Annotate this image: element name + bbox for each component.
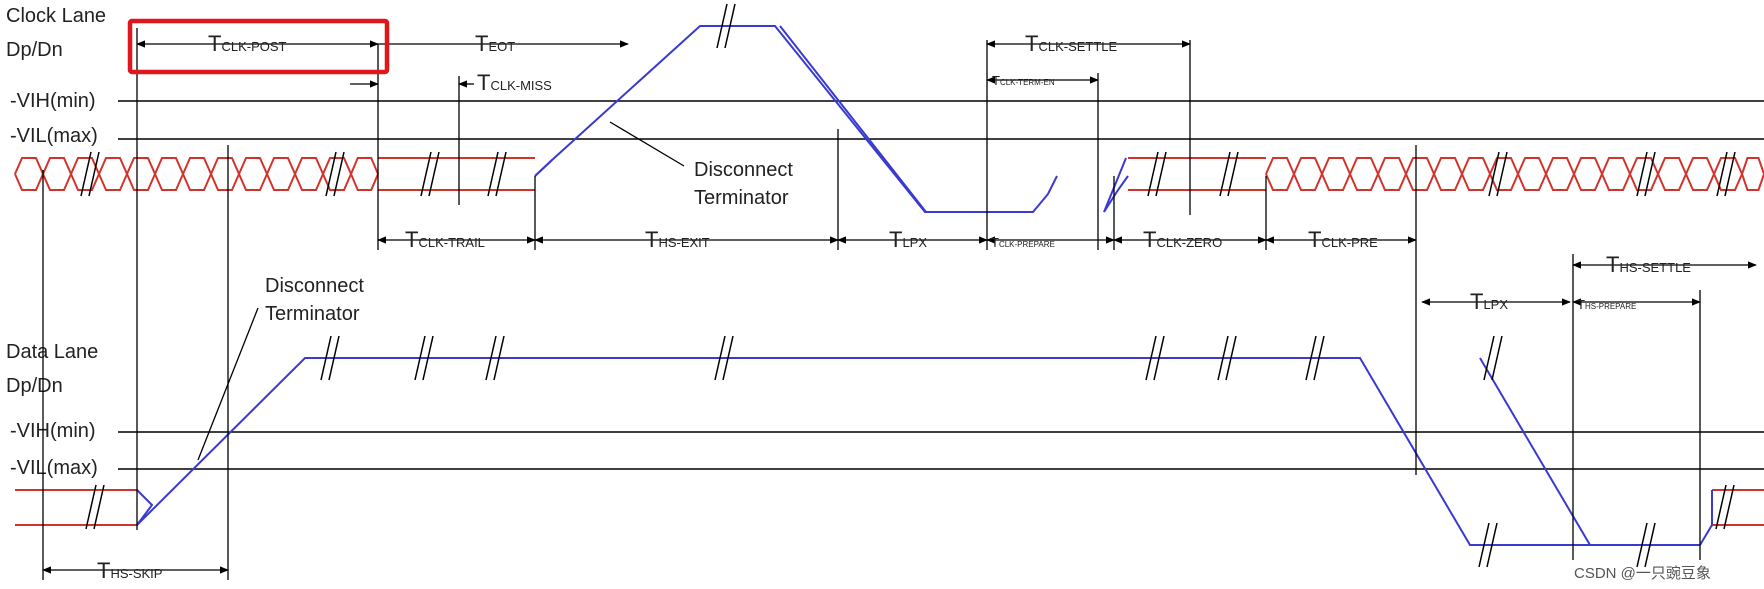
label-clk-trail: TCLK-TRAIL [405, 227, 485, 252]
clock-hs-pairs [14, 157, 1764, 191]
label-clk-pre: TCLK-PRE [1308, 227, 1378, 252]
data-lp-rise [1699, 490, 1713, 546]
break-mark [716, 3, 736, 49]
label-lpx-2: TLPX [1470, 289, 1508, 314]
label-clk-miss: TCLK-MISS [477, 70, 552, 95]
break-mark [1145, 335, 1165, 381]
clock-lp-transition [534, 25, 1058, 213]
break-mark [1217, 335, 1237, 381]
break-mark [320, 335, 340, 381]
break-mark [1636, 151, 1656, 197]
break-mark [1478, 522, 1498, 568]
clock-lane-signal: Dp/Dn [6, 39, 63, 61]
label-clk-zero: TCLK-ZERO [1143, 227, 1222, 252]
data-lane-signal: Dp/Dn [6, 375, 63, 397]
annotation-terminator-1: Terminator [694, 187, 789, 209]
data-vil-label: -VIL(max) [10, 457, 98, 479]
label-hs-prepare: THS-PREPARE [1577, 297, 1636, 312]
label-eot: TEOT [475, 31, 515, 56]
watermark: CSDN @一只豌豆象 [1574, 565, 1711, 582]
annotation-disconnect-1: Disconnect [694, 159, 793, 181]
label-hs-settle: THS-SETTLE [1606, 252, 1691, 277]
clock-prepare-drop [1103, 175, 1129, 213]
break-mark [1716, 151, 1736, 197]
dimension-arrows [42, 40, 1757, 574]
label-clk-settle: TCLK-SETTLE [1025, 31, 1118, 56]
break-marks [80, 3, 1736, 568]
clock-lp-exit [534, 159, 553, 177]
break-mark [487, 151, 507, 197]
label-clk-post: TCLK-POST [208, 31, 287, 56]
break-mark [420, 151, 440, 197]
clock-lane-title: Clock Lane [6, 5, 106, 27]
data-lp-trajectory-2 [1479, 357, 1591, 546]
break-mark [414, 335, 434, 381]
data-vih-label: -VIH(min) [10, 420, 96, 442]
clk-post-highlight-box [127, 18, 390, 75]
break-mark [485, 335, 505, 381]
label-clk-prepare: TCLK-PREPARE [991, 235, 1055, 250]
break-mark [1219, 151, 1239, 197]
break-mark [1715, 484, 1735, 530]
break-mark [1147, 151, 1167, 197]
annotation-terminator-2: Terminator [265, 303, 360, 325]
break-mark [1305, 335, 1325, 381]
clock-lp-transition-2 [779, 25, 927, 213]
clock-hs-line-p-1 [1265, 157, 1764, 191]
break-mark [80, 151, 100, 197]
clock-hs-line-n-1 [1265, 157, 1764, 191]
clock-prepare-drop-2 [1103, 157, 1127, 213]
clock-hs-line-n-0 [14, 157, 379, 191]
label-clk-term-en: TCLK-TERM-EN [992, 73, 1055, 88]
data-lane-title: Data Lane [6, 341, 98, 363]
data-lp-trajectory [136, 357, 1700, 546]
clock-vih-label: -VIH(min) [10, 90, 96, 112]
break-mark [85, 484, 105, 530]
break-mark [1483, 335, 1503, 381]
annotation-disconnect-2: Disconnect [265, 275, 364, 297]
clock-vil-label: -VIL(max) [10, 125, 98, 147]
label-hs-exit: THS-EXIT [645, 227, 710, 252]
annotation-pointer-2 [197, 307, 259, 461]
break-mark [1488, 151, 1508, 197]
annotation-pointer-1 [609, 121, 685, 167]
clock-hs-line-p-0 [14, 157, 379, 191]
break-mark [1636, 522, 1656, 568]
data-hs-merge [136, 489, 154, 526]
break-mark [714, 335, 734, 381]
break-mark [325, 151, 345, 197]
timing-labels: TCLK-POST TEOT TCLK-MISS TCLK-SETTLE TCL… [97, 31, 1691, 583]
label-hs-skip: THS-SKIP [97, 558, 162, 583]
label-lpx-1: TLPX [889, 227, 927, 252]
